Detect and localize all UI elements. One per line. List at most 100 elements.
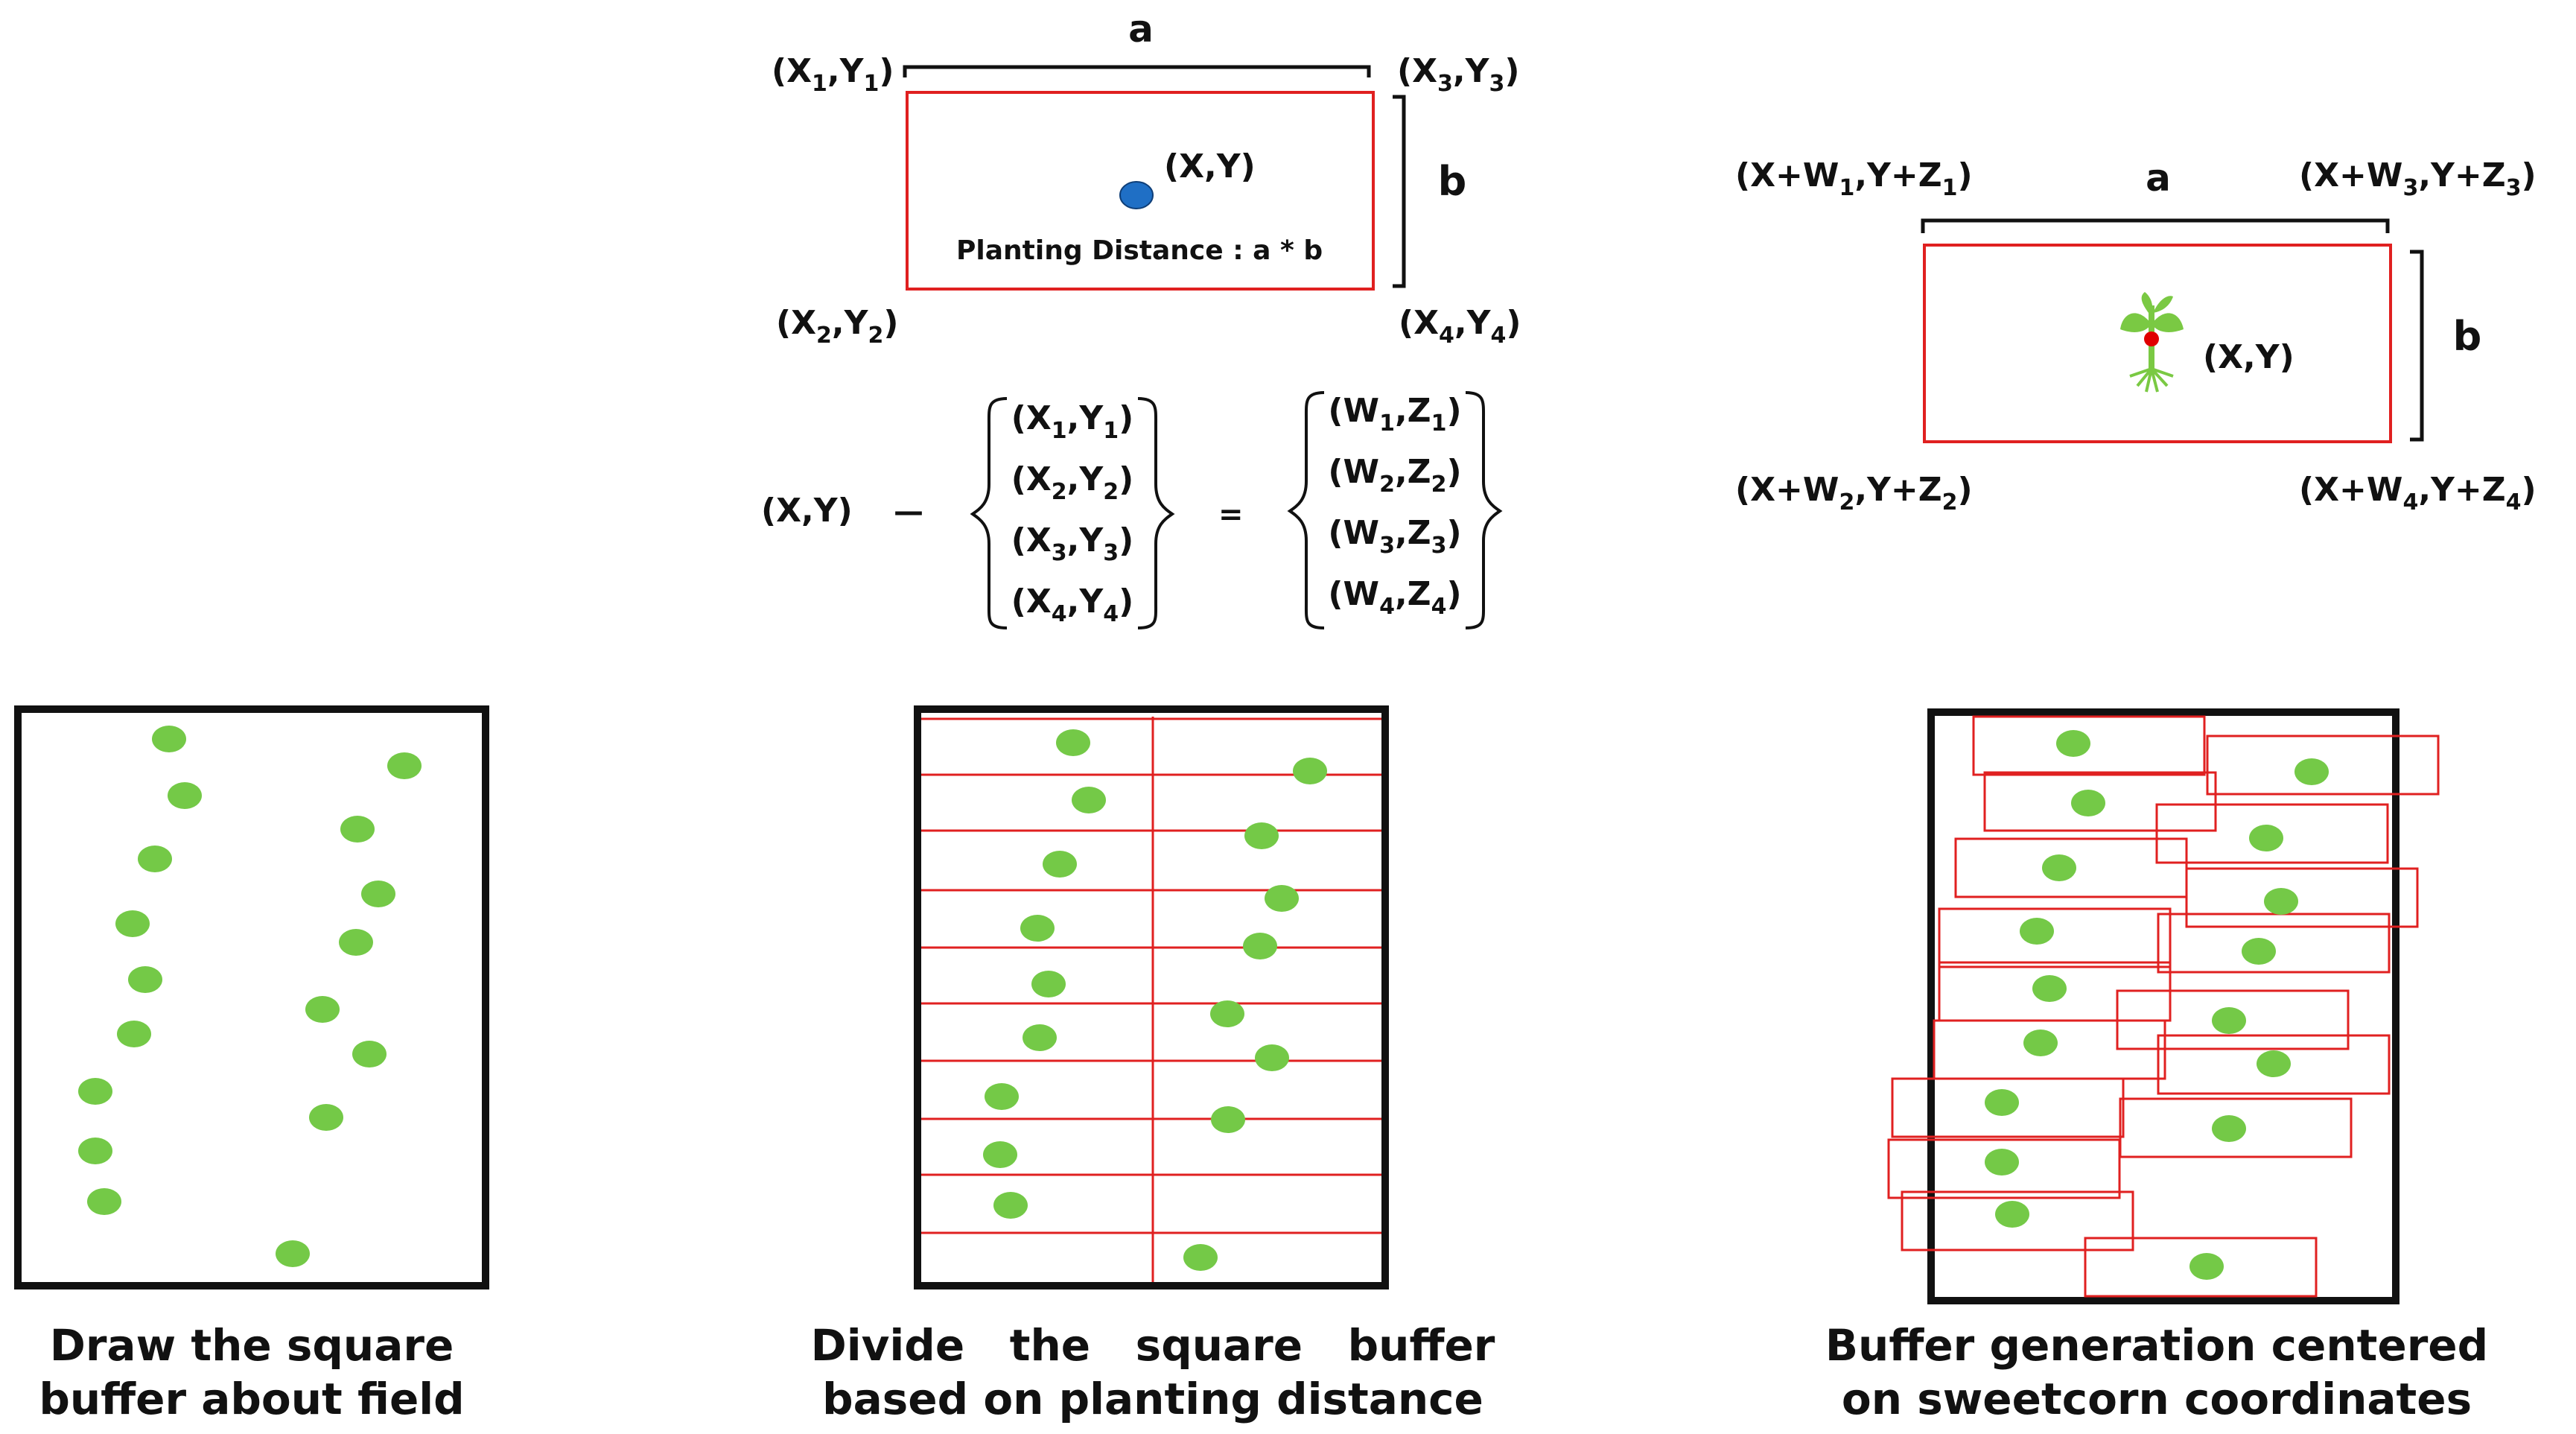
centered-dot bbox=[2042, 854, 2076, 881]
field-dot bbox=[128, 966, 162, 993]
field-frame-1 bbox=[14, 705, 489, 1289]
field-dot bbox=[78, 1078, 112, 1105]
plant-dots-2 bbox=[983, 729, 1327, 1271]
divided-dot bbox=[1244, 822, 1279, 849]
centered-dot bbox=[1985, 1089, 2019, 1116]
centered-dot bbox=[2212, 1007, 2246, 1034]
label-b-right: b bbox=[2453, 313, 2482, 360]
divided-dot bbox=[1023, 1024, 1057, 1051]
left-coordinate-set: (X1,Y1) (X2,Y2) (X3,Y3) (X4,Y4) bbox=[1011, 399, 1134, 627]
centered-buffer-diagram: a b (X,Y) (X+W1,Y+Z1) (X+W2,Y+Z2) (X+W3,… bbox=[1735, 156, 2537, 515]
divided-dot bbox=[1211, 1106, 1245, 1133]
height-bracket-right bbox=[2410, 250, 2424, 442]
left-coordinate-4: (X4,Y4) bbox=[1011, 583, 1134, 627]
field-dot bbox=[138, 846, 172, 872]
divided-dot bbox=[1210, 1000, 1244, 1027]
buffer-box bbox=[1901, 1190, 2134, 1251]
centered-dot bbox=[2056, 730, 2090, 757]
centered-dot bbox=[2249, 825, 2283, 851]
field-dot bbox=[387, 752, 422, 779]
planting-rectangle bbox=[906, 91, 1375, 291]
divided-dot bbox=[983, 1141, 1017, 1168]
field-dot bbox=[361, 881, 395, 907]
left-coordinate-1: (X1,Y1) bbox=[1011, 399, 1134, 444]
left-brace-close bbox=[1137, 397, 1175, 629]
field-frame-2 bbox=[914, 705, 1389, 1289]
right-coordinate-3: (W3,Z3) bbox=[1328, 514, 1461, 559]
corner-xw3yz3: (X+W3,Y+Z3) bbox=[2299, 156, 2537, 201]
buffer-box bbox=[1983, 771, 2217, 832]
buffer-rectangle bbox=[1923, 244, 2392, 443]
label-a: a bbox=[1128, 7, 1154, 51]
centered-dot bbox=[2023, 1030, 2058, 1056]
width-bracket-right bbox=[1921, 218, 2390, 233]
field-dot bbox=[115, 910, 150, 937]
divided-dot bbox=[1056, 729, 1090, 756]
buffer-box bbox=[1972, 715, 2206, 776]
corner-xw1yz1: (X+W1,Y+Z1) bbox=[1735, 156, 1973, 201]
corner-x2y2: (X2,Y2) bbox=[776, 304, 899, 349]
offset-equation: (X,Y) — (X1,Y1) (X2,Y2) (X3,Y3) (X4,Y4) = (… bbox=[761, 391, 1503, 629]
buffer-box bbox=[2206, 735, 2440, 796]
right-coordinate-set: (W1,Z1)(W2,Z2)(W3,Z3)(W4,Z4) bbox=[1328, 392, 1461, 620]
left-coordinate-2: (X2,Y2) bbox=[1011, 460, 1134, 505]
left-brace-open bbox=[970, 397, 1008, 629]
buffer-box bbox=[2155, 803, 2389, 864]
buffer-box bbox=[2185, 867, 2419, 928]
planting-distance-text: Planting Distance : a * b bbox=[956, 235, 1323, 266]
corner-x3y3: (X3,Y3) bbox=[1397, 52, 1520, 97]
panel-1-caption-line-1: Draw the square bbox=[50, 1320, 454, 1371]
panel-divided-buffer: Divide the square buffer based on planti… bbox=[811, 705, 1495, 1424]
right-brace-close bbox=[1465, 391, 1503, 629]
right-brace-open bbox=[1287, 391, 1325, 629]
right-coordinate-2: (W2,Z2) bbox=[1328, 453, 1461, 498]
corner-xw4yz4: (X+W4,Y+Z4) bbox=[2299, 471, 2537, 515]
divided-dot bbox=[1020, 915, 1055, 942]
plant-dots-1 bbox=[78, 726, 422, 1267]
divided-dot bbox=[1265, 885, 1299, 912]
corner-xw2yz2: (X+W2,Y+Z2) bbox=[1735, 471, 1973, 515]
divided-dot bbox=[993, 1192, 1028, 1219]
field-dot bbox=[305, 996, 340, 1023]
buffer-box bbox=[2157, 913, 2391, 974]
buffer-box bbox=[1938, 907, 2172, 968]
label-b: b bbox=[1438, 158, 1467, 205]
buffer-box bbox=[2157, 1034, 2391, 1095]
corner-x4y4: (X4,Y4) bbox=[1399, 304, 1521, 349]
width-bracket bbox=[903, 65, 1371, 77]
panel-3-caption-line-2: on sweetcorn coordinates bbox=[1842, 1374, 2472, 1424]
divided-dot bbox=[1031, 971, 1066, 997]
divided-dot bbox=[1243, 933, 1277, 959]
left-coordinate-3: (X3,Y3) bbox=[1011, 521, 1134, 566]
minus-sign: — bbox=[894, 495, 923, 529]
divided-dot bbox=[985, 1083, 1019, 1110]
field-dot bbox=[339, 929, 373, 956]
panel-1-caption-line-2: buffer about field bbox=[39, 1374, 464, 1424]
plant-dots-3 bbox=[1985, 730, 2329, 1280]
corner-x1y1: (X1,Y1) bbox=[772, 52, 894, 97]
equation-lhs: (X,Y) bbox=[761, 492, 853, 530]
field-dot bbox=[309, 1104, 343, 1131]
centered-dot bbox=[2212, 1115, 2246, 1142]
equals-sign: = bbox=[1218, 498, 1244, 532]
centered-dot bbox=[2189, 1253, 2224, 1280]
height-bracket bbox=[1393, 95, 1406, 288]
buffer-box bbox=[2119, 1097, 2353, 1158]
right-coordinate-4: (W4,Z4) bbox=[1328, 575, 1461, 620]
panel-2-caption-line-2: based on planting distance bbox=[822, 1374, 1483, 1424]
field-dot bbox=[152, 726, 186, 752]
field-dot bbox=[352, 1041, 387, 1067]
field-dot bbox=[340, 816, 375, 843]
panel-centered-buffers: Buffer generation centered on sweetcorn … bbox=[1825, 708, 2488, 1424]
field-frame-3 bbox=[1927, 708, 2400, 1304]
buffer-boxes-3 bbox=[1887, 715, 2440, 1298]
center-label-right: (X,Y) bbox=[2203, 338, 2294, 376]
field-dot bbox=[87, 1188, 121, 1215]
divided-dot bbox=[1043, 851, 1077, 878]
grid-lines-2 bbox=[917, 717, 1385, 1283]
centered-dot bbox=[1985, 1149, 2019, 1176]
sprout-icon bbox=[2120, 292, 2184, 393]
centered-dot bbox=[2020, 918, 2054, 945]
